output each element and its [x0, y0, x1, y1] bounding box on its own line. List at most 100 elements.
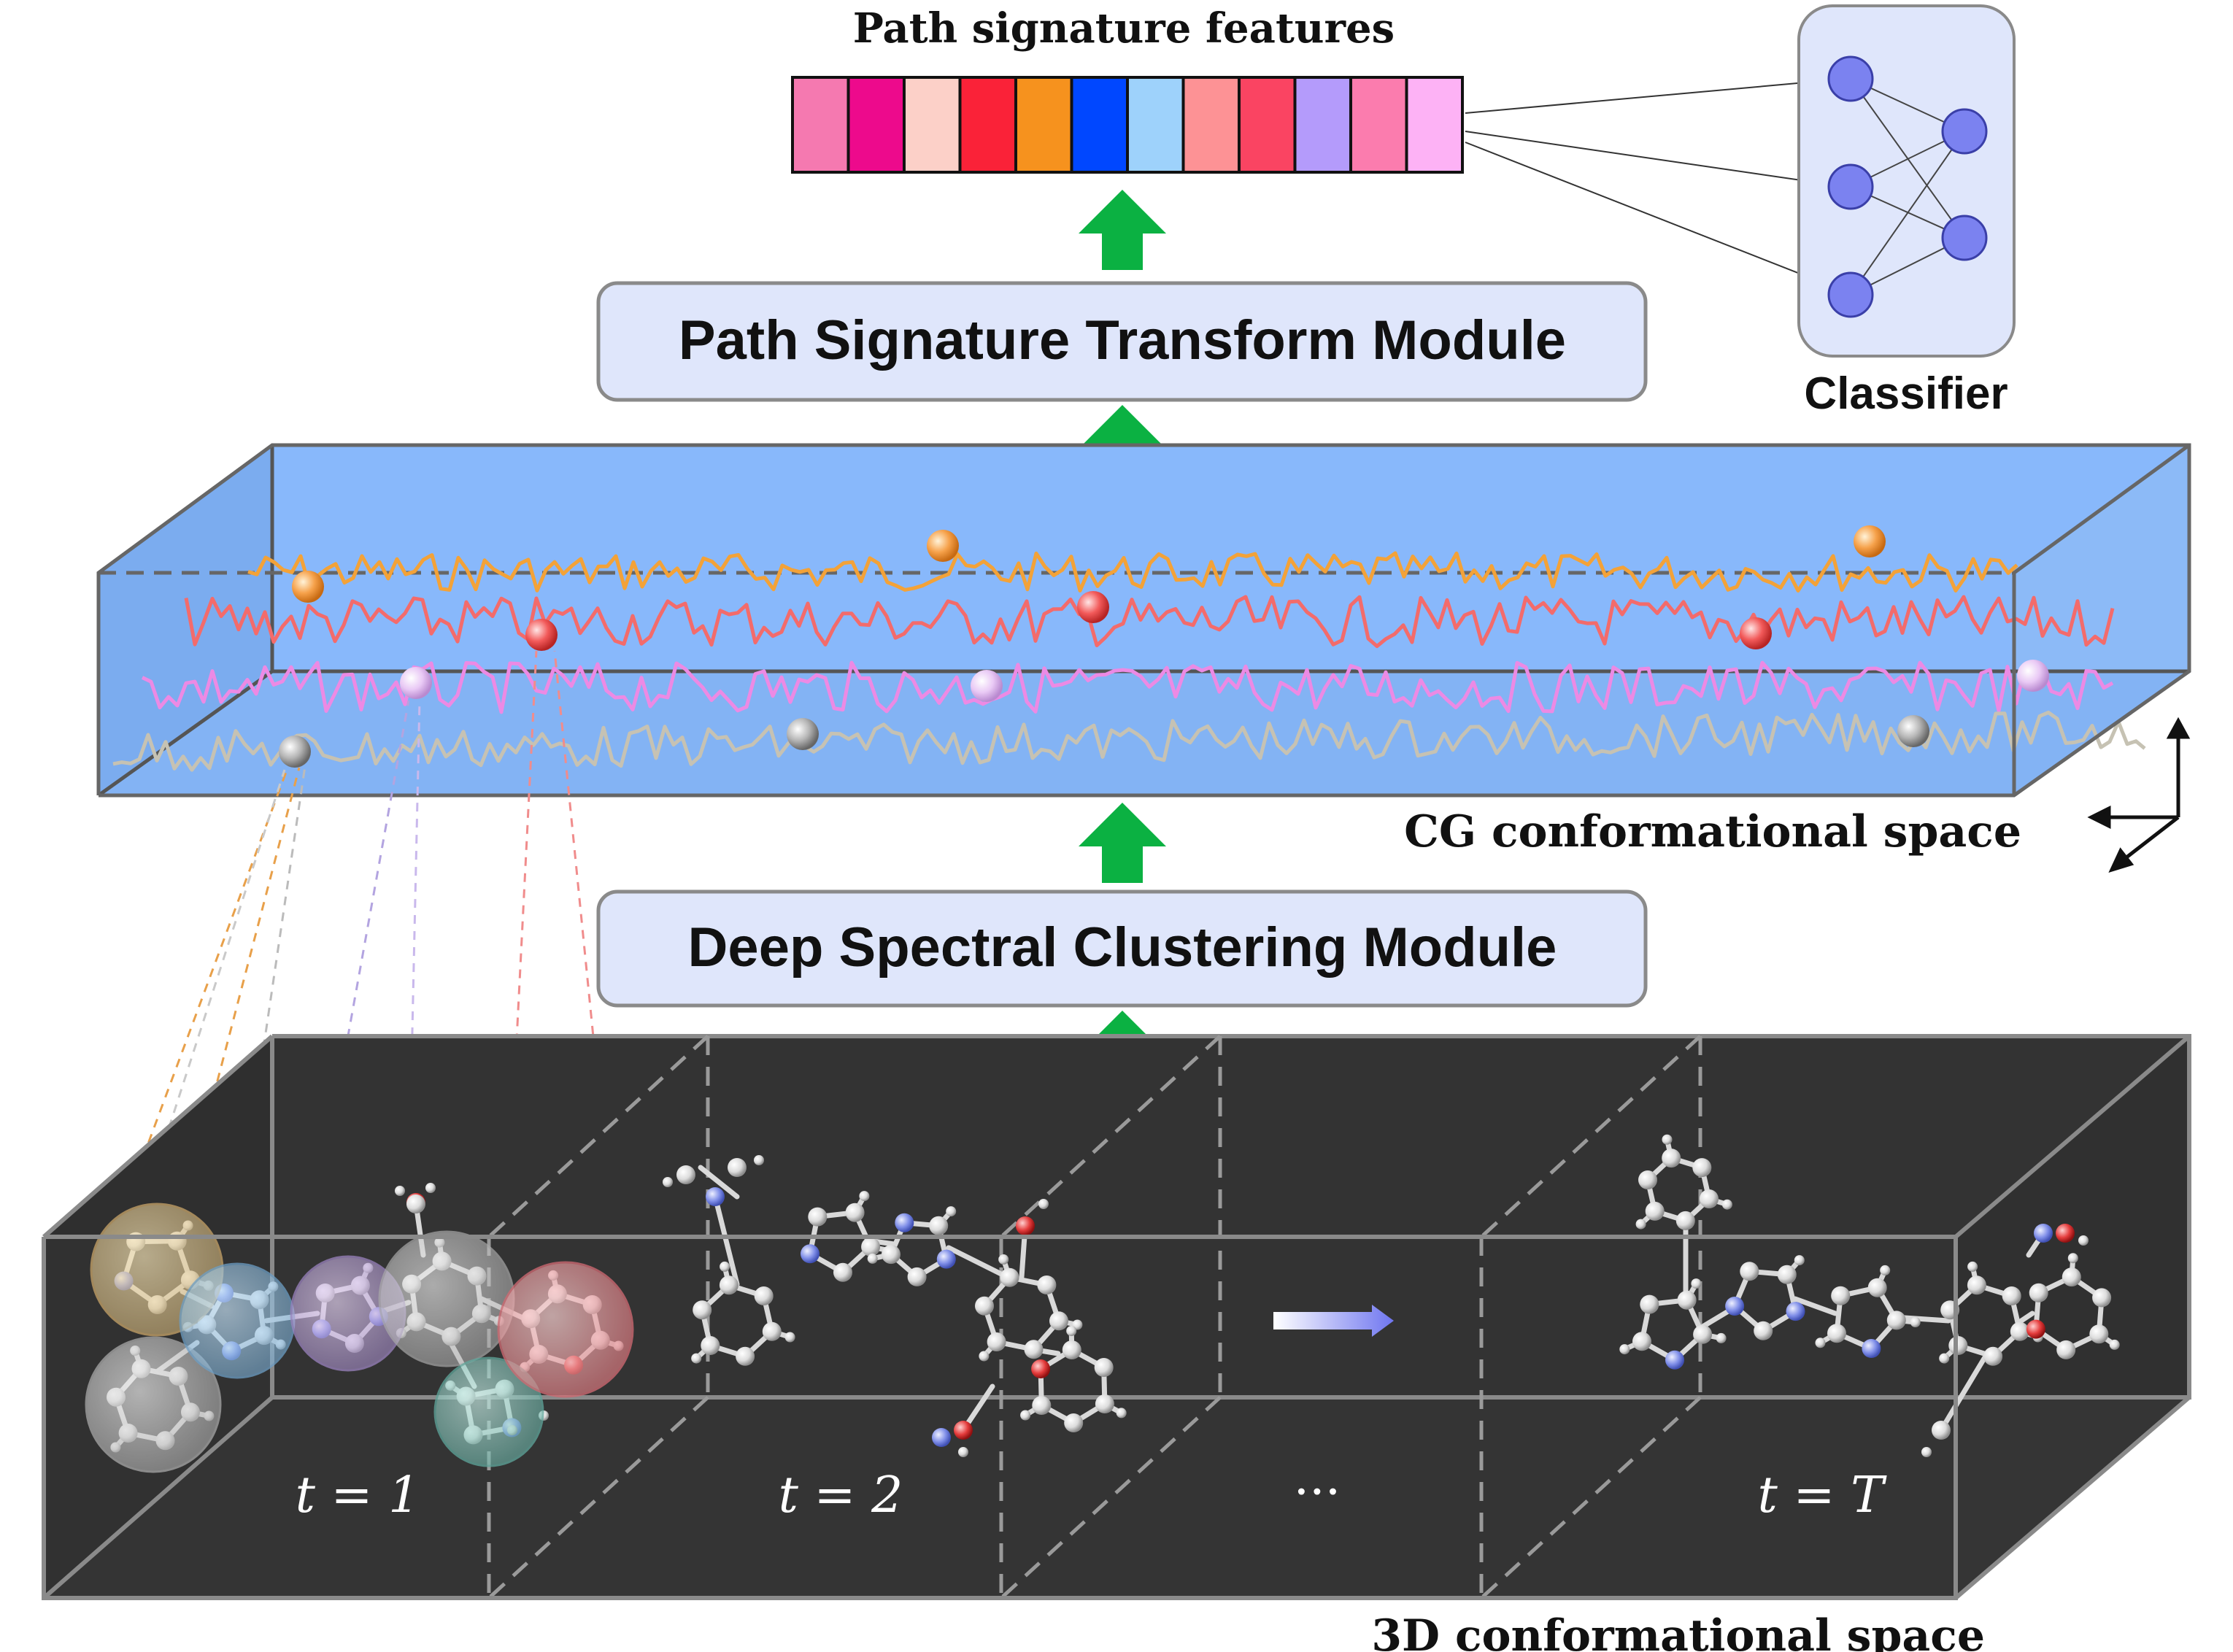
atom	[929, 1216, 949, 1235]
classifier-node	[1827, 55, 1874, 102]
atom	[1786, 1302, 1805, 1321]
atom	[1024, 1340, 1044, 1359]
timestep-label: t = T	[1758, 1467, 1888, 1524]
cg-bead-gray	[787, 718, 819, 750]
atom	[932, 1428, 951, 1447]
vector-to-classifier-links	[1465, 78, 1847, 293]
atom	[1675, 1211, 1695, 1230]
atom	[1662, 1149, 1681, 1168]
axes-icon	[2087, 717, 2191, 873]
cluster-sphere-teal	[433, 1356, 544, 1467]
classifier-node	[1827, 271, 1874, 318]
atom	[1032, 1396, 1052, 1415]
atom	[833, 1262, 852, 1282]
atom	[728, 1158, 747, 1177]
time-forward-arrow-icon	[1273, 1305, 1394, 1337]
up-arrow-icon	[1079, 190, 1166, 270]
cg-beads	[279, 525, 2049, 768]
atom	[736, 1346, 755, 1366]
atom	[1031, 1359, 1051, 1378]
atom	[2092, 1288, 2112, 1308]
cluster-sphere-red	[497, 1261, 634, 1398]
cluster-sphere-gray	[85, 1336, 222, 1473]
atom	[1665, 1350, 1684, 1370]
atom	[979, 1351, 990, 1362]
atom	[691, 1353, 702, 1364]
cg-trajectory-traces	[112, 551, 2146, 772]
feature-cell	[1126, 76, 1185, 174]
atom	[1038, 1199, 1049, 1209]
space3d-front-edges	[42, 1034, 2191, 1600]
atom	[1662, 1134, 1673, 1145]
atom	[1967, 1261, 1978, 1272]
atom	[693, 1300, 712, 1320]
atom	[784, 1332, 795, 1343]
classifier-label: Classifier	[1804, 368, 2008, 419]
feature-cell	[1070, 76, 1129, 174]
atom	[1049, 1311, 1068, 1331]
cg-bead-gray	[1897, 715, 1929, 747]
atom	[1794, 1255, 1805, 1266]
feature-cell	[1405, 76, 1464, 174]
atom	[754, 1286, 774, 1305]
atom	[845, 1203, 865, 1222]
atom	[1645, 1201, 1665, 1221]
atom	[936, 1249, 956, 1269]
cg-trace	[184, 595, 2115, 649]
space3d-label: 3D conformational space	[1371, 1610, 1985, 1652]
atom	[1777, 1265, 1797, 1284]
atom	[2078, 1235, 2089, 1246]
atom	[720, 1261, 730, 1272]
deep-spectral-clustering-module: Deep Spectral Clustering Module	[596, 889, 1648, 1008]
atom	[1867, 1278, 1887, 1297]
atom	[1066, 1326, 1077, 1336]
atom	[754, 1155, 764, 1165]
atom	[1948, 1336, 1968, 1355]
atom	[706, 1187, 725, 1206]
atom	[1886, 1311, 1906, 1330]
atom	[1693, 1324, 1713, 1344]
atom	[2034, 1224, 2053, 1243]
atom	[1831, 1286, 1851, 1305]
cg-box-front-edges	[96, 443, 2191, 798]
atom	[1638, 1170, 1657, 1189]
feature-vector	[791, 76, 1464, 174]
atom	[406, 1194, 425, 1213]
atom	[1692, 1158, 1712, 1178]
feature-cell	[1293, 76, 1352, 174]
atom	[1691, 1278, 1702, 1289]
atom	[1619, 1344, 1630, 1355]
atom	[2026, 1319, 2045, 1339]
atom	[395, 1186, 405, 1196]
cg-space-label: CG conformational space	[1404, 806, 2021, 857]
atom	[867, 1253, 878, 1264]
cg-trace	[112, 710, 2146, 772]
atom	[859, 1191, 870, 1202]
classifier-node	[1941, 108, 1988, 155]
atom	[1677, 1290, 1697, 1310]
atom	[719, 1275, 738, 1295]
atom	[1116, 1408, 1127, 1419]
cluster-sphere-blue	[179, 1262, 296, 1379]
cg-bead-orange	[292, 571, 324, 603]
atom	[1815, 1338, 1826, 1348]
up-arrow-icon	[1079, 803, 1166, 883]
clustering-module-label: Deep Spectral Clustering Module	[688, 916, 1557, 979]
feature-cell	[903, 76, 962, 174]
atom	[1967, 1275, 1986, 1295]
atom	[663, 1177, 673, 1187]
atom	[1700, 1189, 1719, 1208]
atom	[975, 1296, 994, 1316]
atom	[1721, 1199, 1732, 1210]
atom	[2056, 1340, 2076, 1359]
atom	[907, 1267, 927, 1286]
atom	[2002, 1286, 2021, 1305]
atom	[425, 1183, 436, 1193]
feature-cell	[1349, 76, 1408, 174]
atom	[1094, 1358, 1114, 1377]
feature-cell	[791, 76, 850, 174]
atom	[882, 1245, 900, 1265]
atom	[676, 1165, 695, 1184]
feature-cell	[1014, 76, 1073, 174]
atom	[1880, 1265, 1891, 1275]
